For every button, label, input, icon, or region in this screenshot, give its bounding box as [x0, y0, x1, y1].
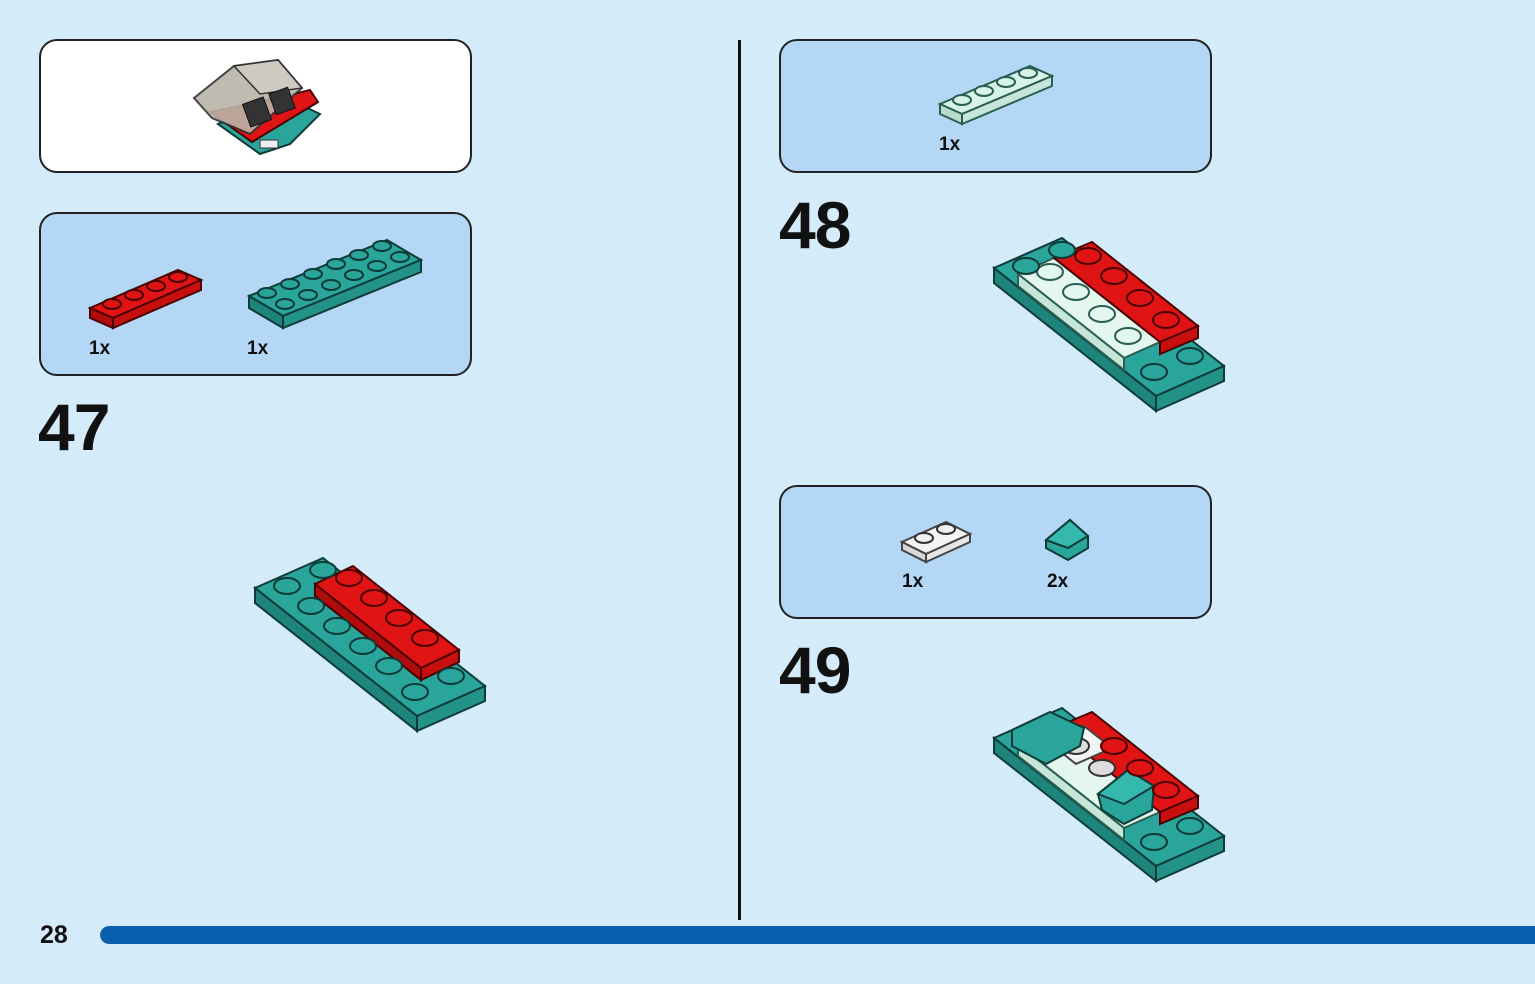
part-qty: 2x [1047, 571, 1069, 592]
part-qty: 1x [902, 571, 924, 592]
teal-plate-2x6-icon [246, 238, 424, 330]
step-number: 47 [38, 390, 110, 464]
red-plate-1x4-icon [87, 268, 204, 330]
step-number: 48 [779, 188, 851, 262]
aqua-plate-1x4-icon [937, 64, 1055, 126]
part-qty: 1x [89, 338, 111, 359]
step-49-parts-box [779, 485, 1212, 619]
submodel-preview-icon [192, 58, 322, 156]
step-47-assembly-icon [253, 556, 487, 734]
teal-slope-icon [1044, 518, 1090, 562]
progress-bar-fill [100, 926, 1535, 944]
part-qty: 1x [247, 338, 269, 359]
page-divider [738, 40, 741, 920]
page-number: 28 [40, 921, 68, 949]
progress-bar [100, 926, 1535, 944]
part-qty: 1x [939, 134, 961, 155]
step-49-assembly-icon [992, 706, 1226, 884]
white-plate-1x2-icon [899, 520, 973, 564]
step-number: 49 [779, 633, 851, 707]
step-48-assembly-icon [992, 236, 1226, 414]
